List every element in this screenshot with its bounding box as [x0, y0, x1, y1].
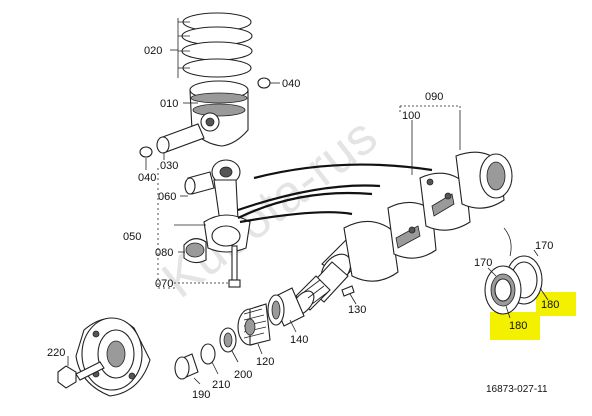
snap-ring-040-lower — [139, 146, 153, 158]
callout-170-left: 170 — [474, 257, 492, 269]
callout-190: 190 — [192, 389, 210, 401]
callout-180-lower: 180 — [509, 320, 527, 332]
drawing-number: 16873-027-11 — [486, 384, 548, 395]
callout-140: 140 — [290, 334, 308, 346]
callout-020: 020 — [144, 45, 162, 57]
callout-040-top: 040 — [282, 78, 300, 90]
callout-210: 210 — [212, 379, 230, 391]
o-ring-210 — [200, 343, 216, 365]
callout-100: 100 — [402, 110, 420, 122]
callout-050: 050 — [123, 231, 141, 243]
callout-080: 080 — [155, 247, 173, 259]
oil-seal-170-front — [484, 265, 522, 315]
callout-180-upper: 180 — [541, 299, 559, 311]
callout-070: 070 — [155, 278, 173, 290]
timing-gear — [237, 303, 271, 346]
callout-030: 030 — [160, 160, 178, 172]
piston — [189, 80, 249, 147]
piston-pin — [156, 123, 205, 154]
callout-170-right: 170 — [535, 240, 553, 252]
callout-130: 130 — [348, 304, 366, 316]
key-130 — [341, 285, 355, 297]
callout-090: 090 — [425, 91, 443, 103]
callout-120: 120 — [256, 356, 274, 368]
pulley-bolt — [57, 361, 105, 389]
collar-190 — [174, 353, 199, 380]
callout-200: 200 — [234, 369, 252, 381]
connecting-rod — [203, 159, 251, 288]
small-end-bushing — [184, 171, 215, 195]
callout-220: 220 — [47, 347, 65, 359]
piston-rings — [181, 12, 253, 78]
snap-ring-040-top — [257, 77, 271, 89]
crankshaft — [320, 151, 513, 287]
conrod-bearing — [183, 238, 207, 264]
callout-040-lower: 040 — [138, 172, 156, 184]
crank-gear — [267, 287, 305, 327]
callout-060: 060 — [158, 191, 176, 203]
callout-010: 010 — [160, 98, 178, 110]
highlight-180-upper — [536, 292, 576, 316]
highlight-180-lower — [490, 312, 540, 340]
crank-pulley — [75, 317, 151, 397]
